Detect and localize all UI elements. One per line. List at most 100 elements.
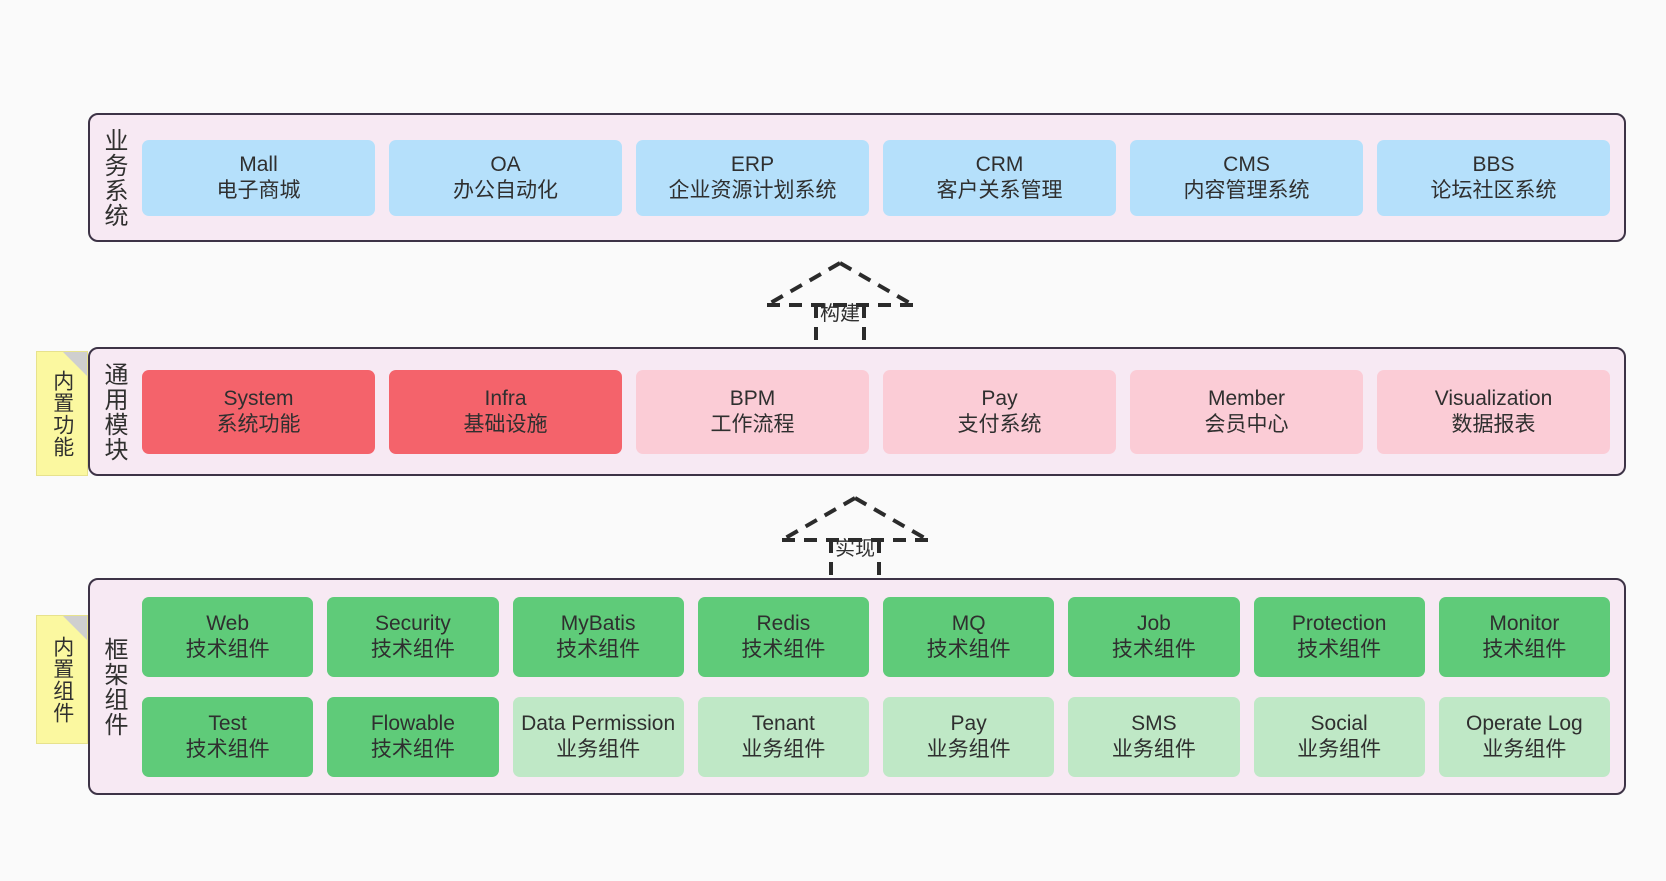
node-subtitle: 技术组件 — [185, 637, 270, 661]
node-security[interactable]: Security 技术组件 — [327, 596, 499, 677]
node-title: MyBatis — [560, 611, 636, 635]
layer-common-modules-body: System 系统功能 Infra 基础设施 BPM 工作流程 Pay 支付系统… — [136, 349, 1624, 474]
node-mq[interactable]: MQ 技术组件 — [883, 596, 1055, 677]
node-mybatis[interactable]: MyBatis 技术组件 — [512, 596, 684, 677]
node-title: MQ — [951, 611, 986, 635]
node-title: Member — [1207, 386, 1286, 410]
node-title: Test — [208, 711, 247, 735]
node-pay-component[interactable]: Pay 业务组件 — [883, 696, 1055, 777]
layer-framework-components[interactable]: 框架组件 Web 技术组件 Security 技术组件 MyBatis 技术组件… — [88, 578, 1626, 795]
node-operate-log[interactable]: Operate Log 业务组件 — [1438, 696, 1610, 777]
node-title: BPM — [729, 386, 776, 410]
node-title: CMS — [1223, 152, 1270, 176]
note-fold-corner-icon — [63, 616, 87, 640]
note-builtin-function: 内置功能 — [36, 351, 88, 476]
node-visualization[interactable]: Visualization 数据报表 — [1377, 369, 1610, 454]
node-sms[interactable]: SMS 业务组件 — [1068, 696, 1240, 777]
note-builtin-function-label: 内置功能 — [50, 369, 74, 458]
node-subtitle: 系统功能 — [216, 412, 301, 436]
node-infra[interactable]: Infra 基础设施 — [389, 369, 622, 454]
node-title: BBS — [1472, 152, 1515, 176]
connector-implement-label: 实现 — [835, 538, 875, 560]
node-tenant[interactable]: Tenant 业务组件 — [697, 696, 869, 777]
layer-row: Web 技术组件 Security 技术组件 MyBatis 技术组件 Redi… — [142, 596, 1610, 677]
node-subtitle: 技术组件 — [1482, 637, 1567, 661]
connector-build: 构建 — [740, 257, 940, 357]
node-subtitle: 数据报表 — [1451, 412, 1536, 436]
node-subtitle: 工作流程 — [710, 412, 795, 436]
node-oa[interactable]: OA 办公自动化 — [389, 139, 622, 216]
note-builtin-component-label: 内置组件 — [50, 635, 74, 724]
node-subtitle: 电子商城 — [216, 178, 301, 202]
node-protection[interactable]: Protection 技术组件 — [1253, 596, 1425, 677]
layer-row: System 系统功能 Infra 基础设施 BPM 工作流程 Pay 支付系统… — [142, 369, 1610, 454]
node-title: Infra — [484, 386, 527, 410]
node-title: Data Permission — [521, 711, 676, 735]
node-subtitle: 内容管理系统 — [1183, 178, 1310, 202]
node-flowable[interactable]: Flowable 技术组件 — [327, 696, 499, 777]
node-title: ERP — [730, 152, 775, 176]
node-title: System — [223, 386, 294, 410]
node-title: Job — [1136, 611, 1171, 635]
node-test[interactable]: Test 技术组件 — [142, 696, 314, 777]
layer-common-modules[interactable]: 通用模块 System 系统功能 Infra 基础设施 BPM 工作流程 Pay… — [88, 347, 1626, 476]
node-subtitle: 技术组件 — [556, 637, 641, 661]
node-data-permission[interactable]: Data Permission 业务组件 — [512, 696, 684, 777]
node-bpm[interactable]: BPM 工作流程 — [636, 369, 869, 454]
node-subtitle: 基础设施 — [463, 412, 548, 436]
node-title: CRM — [975, 152, 1024, 176]
node-erp[interactable]: ERP 企业资源计划系统 — [636, 139, 869, 216]
node-pay[interactable]: Pay 支付系统 — [883, 369, 1116, 454]
layer-common-modules-title: 通用模块 — [99, 361, 127, 462]
node-title: Pay — [981, 386, 1018, 410]
node-title: Web — [206, 611, 250, 635]
node-subtitle: 技术组件 — [926, 637, 1011, 661]
node-monitor[interactable]: Monitor 技术组件 — [1438, 596, 1610, 677]
node-redis[interactable]: Redis 技术组件 — [697, 596, 869, 677]
node-title: Visualization — [1434, 386, 1553, 410]
node-crm[interactable]: CRM 客户关系管理 — [883, 139, 1116, 216]
node-subtitle: 技术组件 — [1111, 637, 1196, 661]
node-subtitle: 业务组件 — [556, 737, 641, 761]
layer-row: Mall 电子商城 OA 办公自动化 ERP 企业资源计划系统 CRM 客户关系… — [142, 139, 1610, 216]
node-subtitle: 技术组件 — [741, 637, 826, 661]
node-title: Protection — [1291, 611, 1387, 635]
node-member[interactable]: Member 会员中心 — [1130, 369, 1363, 454]
node-subtitle: 论坛社区系统 — [1430, 178, 1557, 202]
layer-business-systems[interactable]: 业务系统 Mall 电子商城 OA 办公自动化 ERP 企业资源计划系统 CRM… — [88, 113, 1626, 242]
connector-build-label: 构建 — [820, 303, 860, 325]
node-subtitle: 技术组件 — [370, 637, 455, 661]
node-system[interactable]: System 系统功能 — [142, 369, 375, 454]
node-subtitle: 技术组件 — [1297, 637, 1382, 661]
note-builtin-component: 内置组件 — [36, 615, 88, 744]
node-title: Monitor — [1489, 611, 1560, 635]
node-title: Redis — [756, 611, 811, 635]
node-title: Social — [1310, 711, 1368, 735]
node-cms[interactable]: CMS 内容管理系统 — [1130, 139, 1363, 216]
node-title: Security — [374, 611, 451, 635]
node-title: Tenant — [751, 711, 815, 735]
node-title: Flowable — [370, 711, 455, 735]
node-subtitle: 业务组件 — [741, 737, 826, 761]
node-mall[interactable]: Mall 电子商城 — [142, 139, 375, 216]
node-subtitle: 支付系统 — [957, 412, 1042, 436]
layer-framework-components-body: Web 技术组件 Security 技术组件 MyBatis 技术组件 Redi… — [136, 580, 1624, 793]
node-subtitle: 技术组件 — [370, 737, 455, 761]
layer-business-systems-body: Mall 电子商城 OA 办公自动化 ERP 企业资源计划系统 CRM 客户关系… — [136, 115, 1624, 240]
layer-business-systems-title: 业务系统 — [99, 127, 127, 228]
node-subtitle: 会员中心 — [1204, 412, 1289, 436]
node-subtitle: 企业资源计划系统 — [668, 178, 837, 202]
node-title: SMS — [1131, 711, 1177, 735]
node-subtitle: 业务组件 — [1111, 737, 1196, 761]
node-web[interactable]: Web 技术组件 — [142, 596, 314, 677]
node-social[interactable]: Social 业务组件 — [1253, 696, 1425, 777]
layer-row: Test 技术组件 Flowable 技术组件 Data Permission … — [142, 696, 1610, 777]
connector-implement: 实现 — [755, 492, 955, 592]
node-subtitle: 客户关系管理 — [936, 178, 1063, 202]
node-job[interactable]: Job 技术组件 — [1068, 596, 1240, 677]
node-title: Operate Log — [1465, 711, 1583, 735]
node-title: Pay — [950, 711, 987, 735]
node-subtitle: 业务组件 — [1482, 737, 1567, 761]
node-title: OA — [490, 152, 521, 176]
node-bbs[interactable]: BBS 论坛社区系统 — [1377, 139, 1610, 216]
